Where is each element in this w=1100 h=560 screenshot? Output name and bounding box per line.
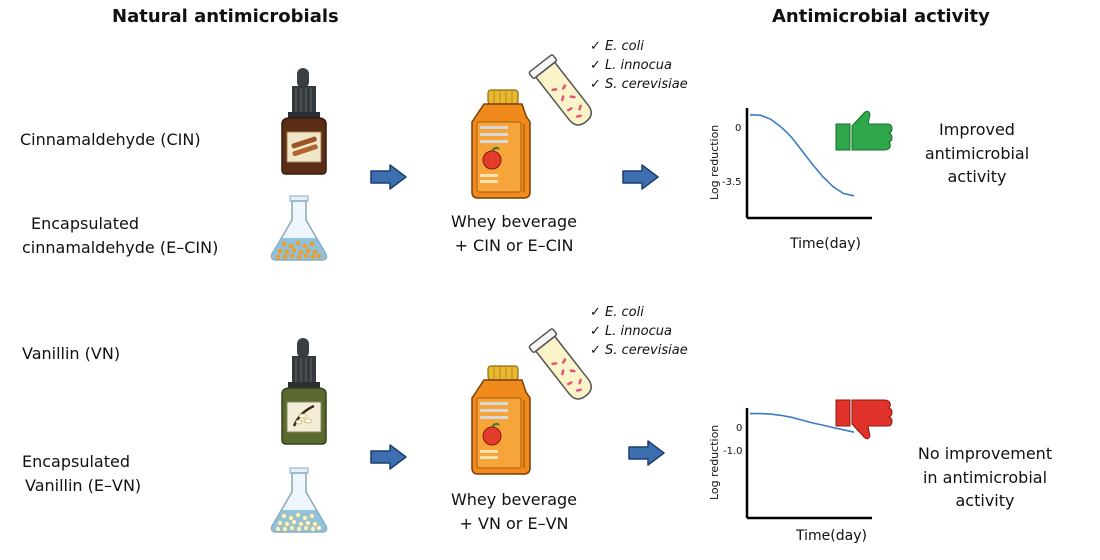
- y-axis-label: Log reduction: [708, 124, 721, 200]
- arrow-right-icon: [370, 444, 407, 470]
- whey-beverage-bottle-icon: [471, 365, 531, 475]
- ytick-label: -1.0: [723, 446, 743, 457]
- organism-item: ✓ E. coli: [590, 39, 644, 54]
- organism-item: ✓ S. cerevisiae: [590, 343, 688, 358]
- x-axis-label: Time(day): [790, 236, 861, 252]
- log-reduction-chart-vn: [745, 408, 872, 520]
- arrow-right-icon: [628, 440, 665, 466]
- thumb-down-icon: [835, 399, 893, 440]
- organism-item: ✓ S. cerevisiae: [590, 77, 688, 92]
- result-text-line1: Improved: [939, 120, 1015, 139]
- test-tube-icon: [528, 54, 592, 126]
- encapsulated-cinnamaldehyde-flask-icon: [270, 195, 328, 261]
- result-text-line2: antimicrobial: [924, 144, 1030, 163]
- label-cinnamaldehyde: Cinnamaldehyde (CIN): [20, 130, 201, 149]
- log-reduction-chart-cin: [745, 108, 872, 220]
- heading-natural-antimicrobials: Natural antimicrobials: [112, 6, 339, 27]
- beverage-label-line1: Whey beverage: [450, 490, 578, 509]
- test-tube-icon: [528, 328, 592, 400]
- beverage-label-line2: + CIN or E–CIN: [454, 236, 574, 255]
- beverage-label-line2: + VN or E–VN: [459, 514, 569, 533]
- ytick-label: 0: [735, 123, 742, 134]
- result-text-line2: in antimicrobial: [922, 468, 1048, 487]
- organism-list: ✓ E. coli ✓ L. innocua ✓ S. cerevisiae: [590, 37, 688, 94]
- vanilla-bottle-icon: [281, 338, 327, 445]
- y-axis-label: Log reduction: [708, 424, 721, 500]
- arrow-right-icon: [370, 164, 407, 190]
- label-encapsulated-cinnamaldehyde-2: cinnamaldehyde (E–CIN): [22, 238, 219, 257]
- whey-beverage-bottle-icon: [471, 89, 531, 199]
- organism-item: ✓ L. innocua: [590, 58, 672, 73]
- heading-antimicrobial-activity: Antimicrobial activity: [772, 6, 990, 27]
- label-encapsulated-cinnamaldehyde-1: Encapsulated: [30, 214, 139, 233]
- encapsulated-vanillin-flask-icon: [270, 467, 328, 533]
- beverage-label-line1: Whey beverage: [450, 212, 578, 231]
- label-vanillin: Vanillin (VN): [22, 344, 121, 363]
- cinnamon-bottle-icon: [281, 68, 327, 175]
- thumb-up-icon: [835, 110, 893, 151]
- ytick-label: -3.5: [722, 177, 742, 188]
- label-encapsulated-vanillin-1: Encapsulated: [22, 452, 131, 471]
- organism-item: ✓ L. innocua: [590, 324, 672, 339]
- label-encapsulated-vanillin-2: Vanillin (E–VN): [25, 476, 142, 495]
- organism-item: ✓ E. coli: [590, 305, 644, 320]
- arrow-right-icon: [622, 164, 659, 190]
- organism-list: ✓ E. coli ✓ L. innocua ✓ S. cerevisiae: [590, 303, 688, 360]
- result-text-line1: No improvement: [917, 444, 1053, 463]
- ytick-label: 0: [736, 423, 743, 434]
- result-text-line3: activity: [947, 167, 1007, 186]
- result-text-line3: activity: [955, 491, 1015, 510]
- x-axis-label: Time(day): [796, 528, 867, 544]
- series-line: [749, 114, 855, 197]
- series-line: [750, 412, 855, 433]
